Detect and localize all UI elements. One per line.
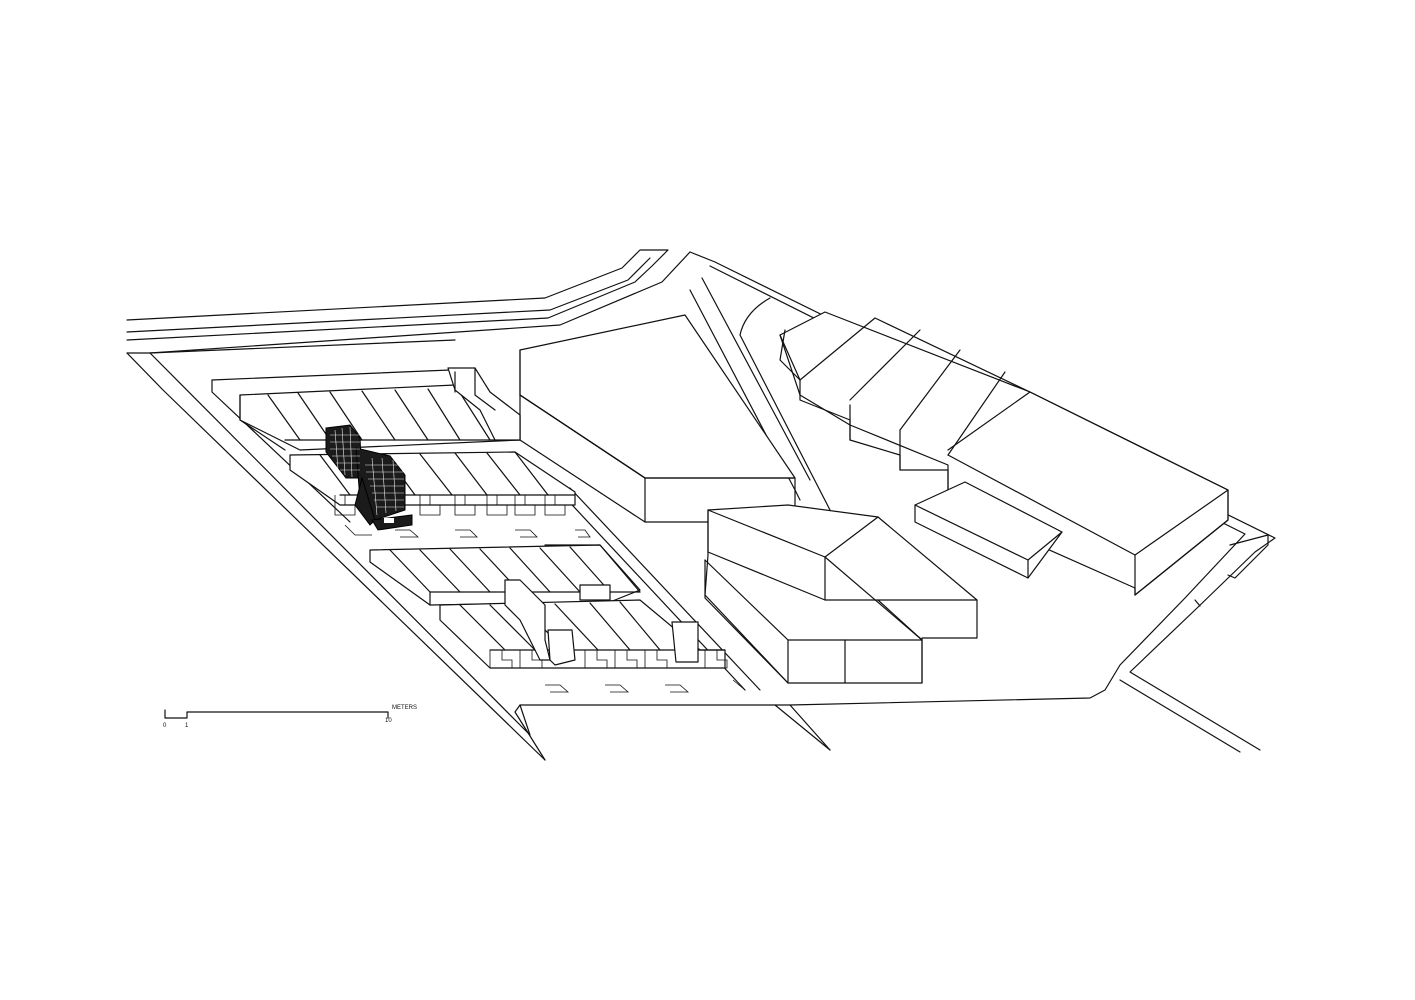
scale-bar: METERS 0 1 10: [163, 705, 417, 729]
west-site-boundary: [126, 339, 831, 761]
highlighted-project-building: [325, 424, 413, 531]
northern-road-strips: [126, 249, 691, 354]
lowest-shed-row: [439, 579, 746, 693]
scale-bar-unit-label: METERS: [392, 705, 417, 711]
south-shed-row: [369, 544, 641, 606]
scale-bar-tick-1: 1: [185, 723, 189, 729]
scale-bar-tick-10: 10: [385, 718, 392, 724]
east-annex-block: [914, 481, 1063, 579]
southern-halls: [704, 504, 978, 684]
facade-grid: [330, 426, 404, 516]
scale-bar-tick-0: 0: [163, 723, 167, 729]
north-shed-row: [239, 367, 521, 451]
east-site-boundary: [689, 251, 1276, 753]
east-industrial-shed: [779, 311, 1229, 596]
middle-shed-row: [289, 451, 591, 538]
